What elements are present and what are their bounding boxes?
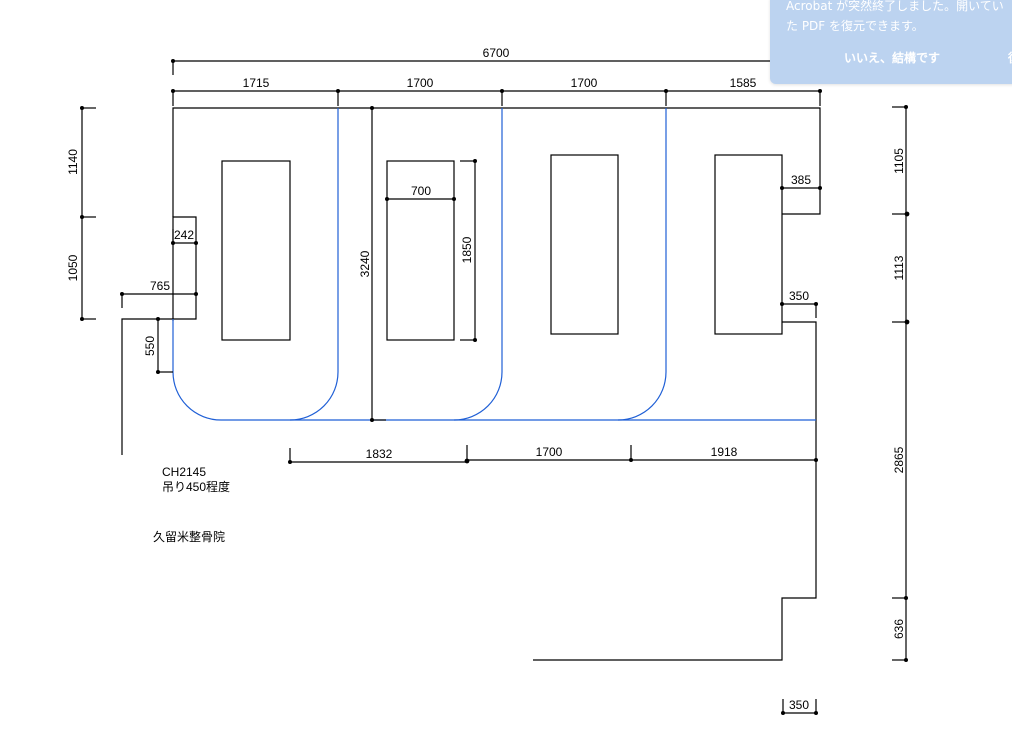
- curtain-rails: [172, 108, 816, 421]
- dim-right-inner: 385 350: [780, 173, 822, 318]
- dim-label: 350: [789, 289, 809, 303]
- dim-label: 1113: [892, 255, 906, 280]
- dim-label: 1832: [366, 447, 393, 461]
- dim-label: 765: [150, 279, 170, 293]
- dim-label: 1700: [407, 76, 434, 90]
- dim-top-segments: 1715 1700 1700 1585: [171, 76, 822, 106]
- dim-label: 350: [789, 698, 809, 712]
- dim-bottom: 1832 1700 1918: [288, 445, 818, 464]
- dim-label: 1918: [711, 445, 738, 459]
- dim-bed: 700 1850: [385, 159, 477, 342]
- dim-label: 3240: [358, 250, 372, 277]
- bed-2: [386, 160, 455, 341]
- beds: [221, 154, 783, 341]
- dim-niche: 242 765 550: [120, 228, 198, 374]
- dim-label: 1050: [66, 254, 80, 281]
- dim-label: 1715: [243, 76, 270, 90]
- dim-label: 242: [174, 228, 194, 242]
- model-text: CH2145: [162, 465, 207, 479]
- dim-label: 636: [892, 619, 906, 639]
- restore-button[interactable]: 復: [1008, 49, 1012, 66]
- toast-message: Acrobat が突然終了しました。開いてい た PDF を復元できます。: [786, 0, 1004, 36]
- client-name: 久留米整骨院: [153, 530, 226, 544]
- toast-message-line: Acrobat が突然終了しました。開いてい: [786, 0, 1004, 13]
- dim-bottom-right: 350: [781, 698, 818, 715]
- dim-label: 6700: [483, 46, 510, 60]
- dim-label: 1105: [892, 148, 906, 174]
- note-model: CH2145 吊り450程度: [162, 465, 230, 495]
- bed-1: [221, 160, 291, 341]
- toast-message-line: た PDF を復元できます。: [786, 19, 924, 33]
- dim-label: 1850: [460, 236, 474, 263]
- acrobat-recovery-toast: Acrobat が突然終了しました。開いてい た PDF を復元できます。 いい…: [770, 0, 1012, 84]
- dim-label: 1700: [536, 445, 563, 459]
- dim-label: 2865: [892, 446, 906, 473]
- dim-inner-depth: 3240: [358, 106, 386, 422]
- dim-label: 1700: [571, 76, 598, 90]
- bed-3: [550, 154, 619, 335]
- dim-right: 1105 1113 2865 636: [892, 105, 910, 662]
- dim-left: 1140 1050: [66, 106, 96, 321]
- hang-text: 吊り450程度: [162, 480, 231, 494]
- decline-button[interactable]: いいえ、結構です: [844, 51, 941, 65]
- dim-overall-width: 6700: [171, 46, 822, 75]
- dim-label: 1140: [66, 149, 80, 175]
- dim-label: 385: [791, 173, 811, 187]
- dim-label: 550: [143, 336, 157, 356]
- bed-4: [714, 154, 783, 335]
- dim-label: 1585: [730, 76, 757, 90]
- dim-label: 700: [411, 184, 431, 198]
